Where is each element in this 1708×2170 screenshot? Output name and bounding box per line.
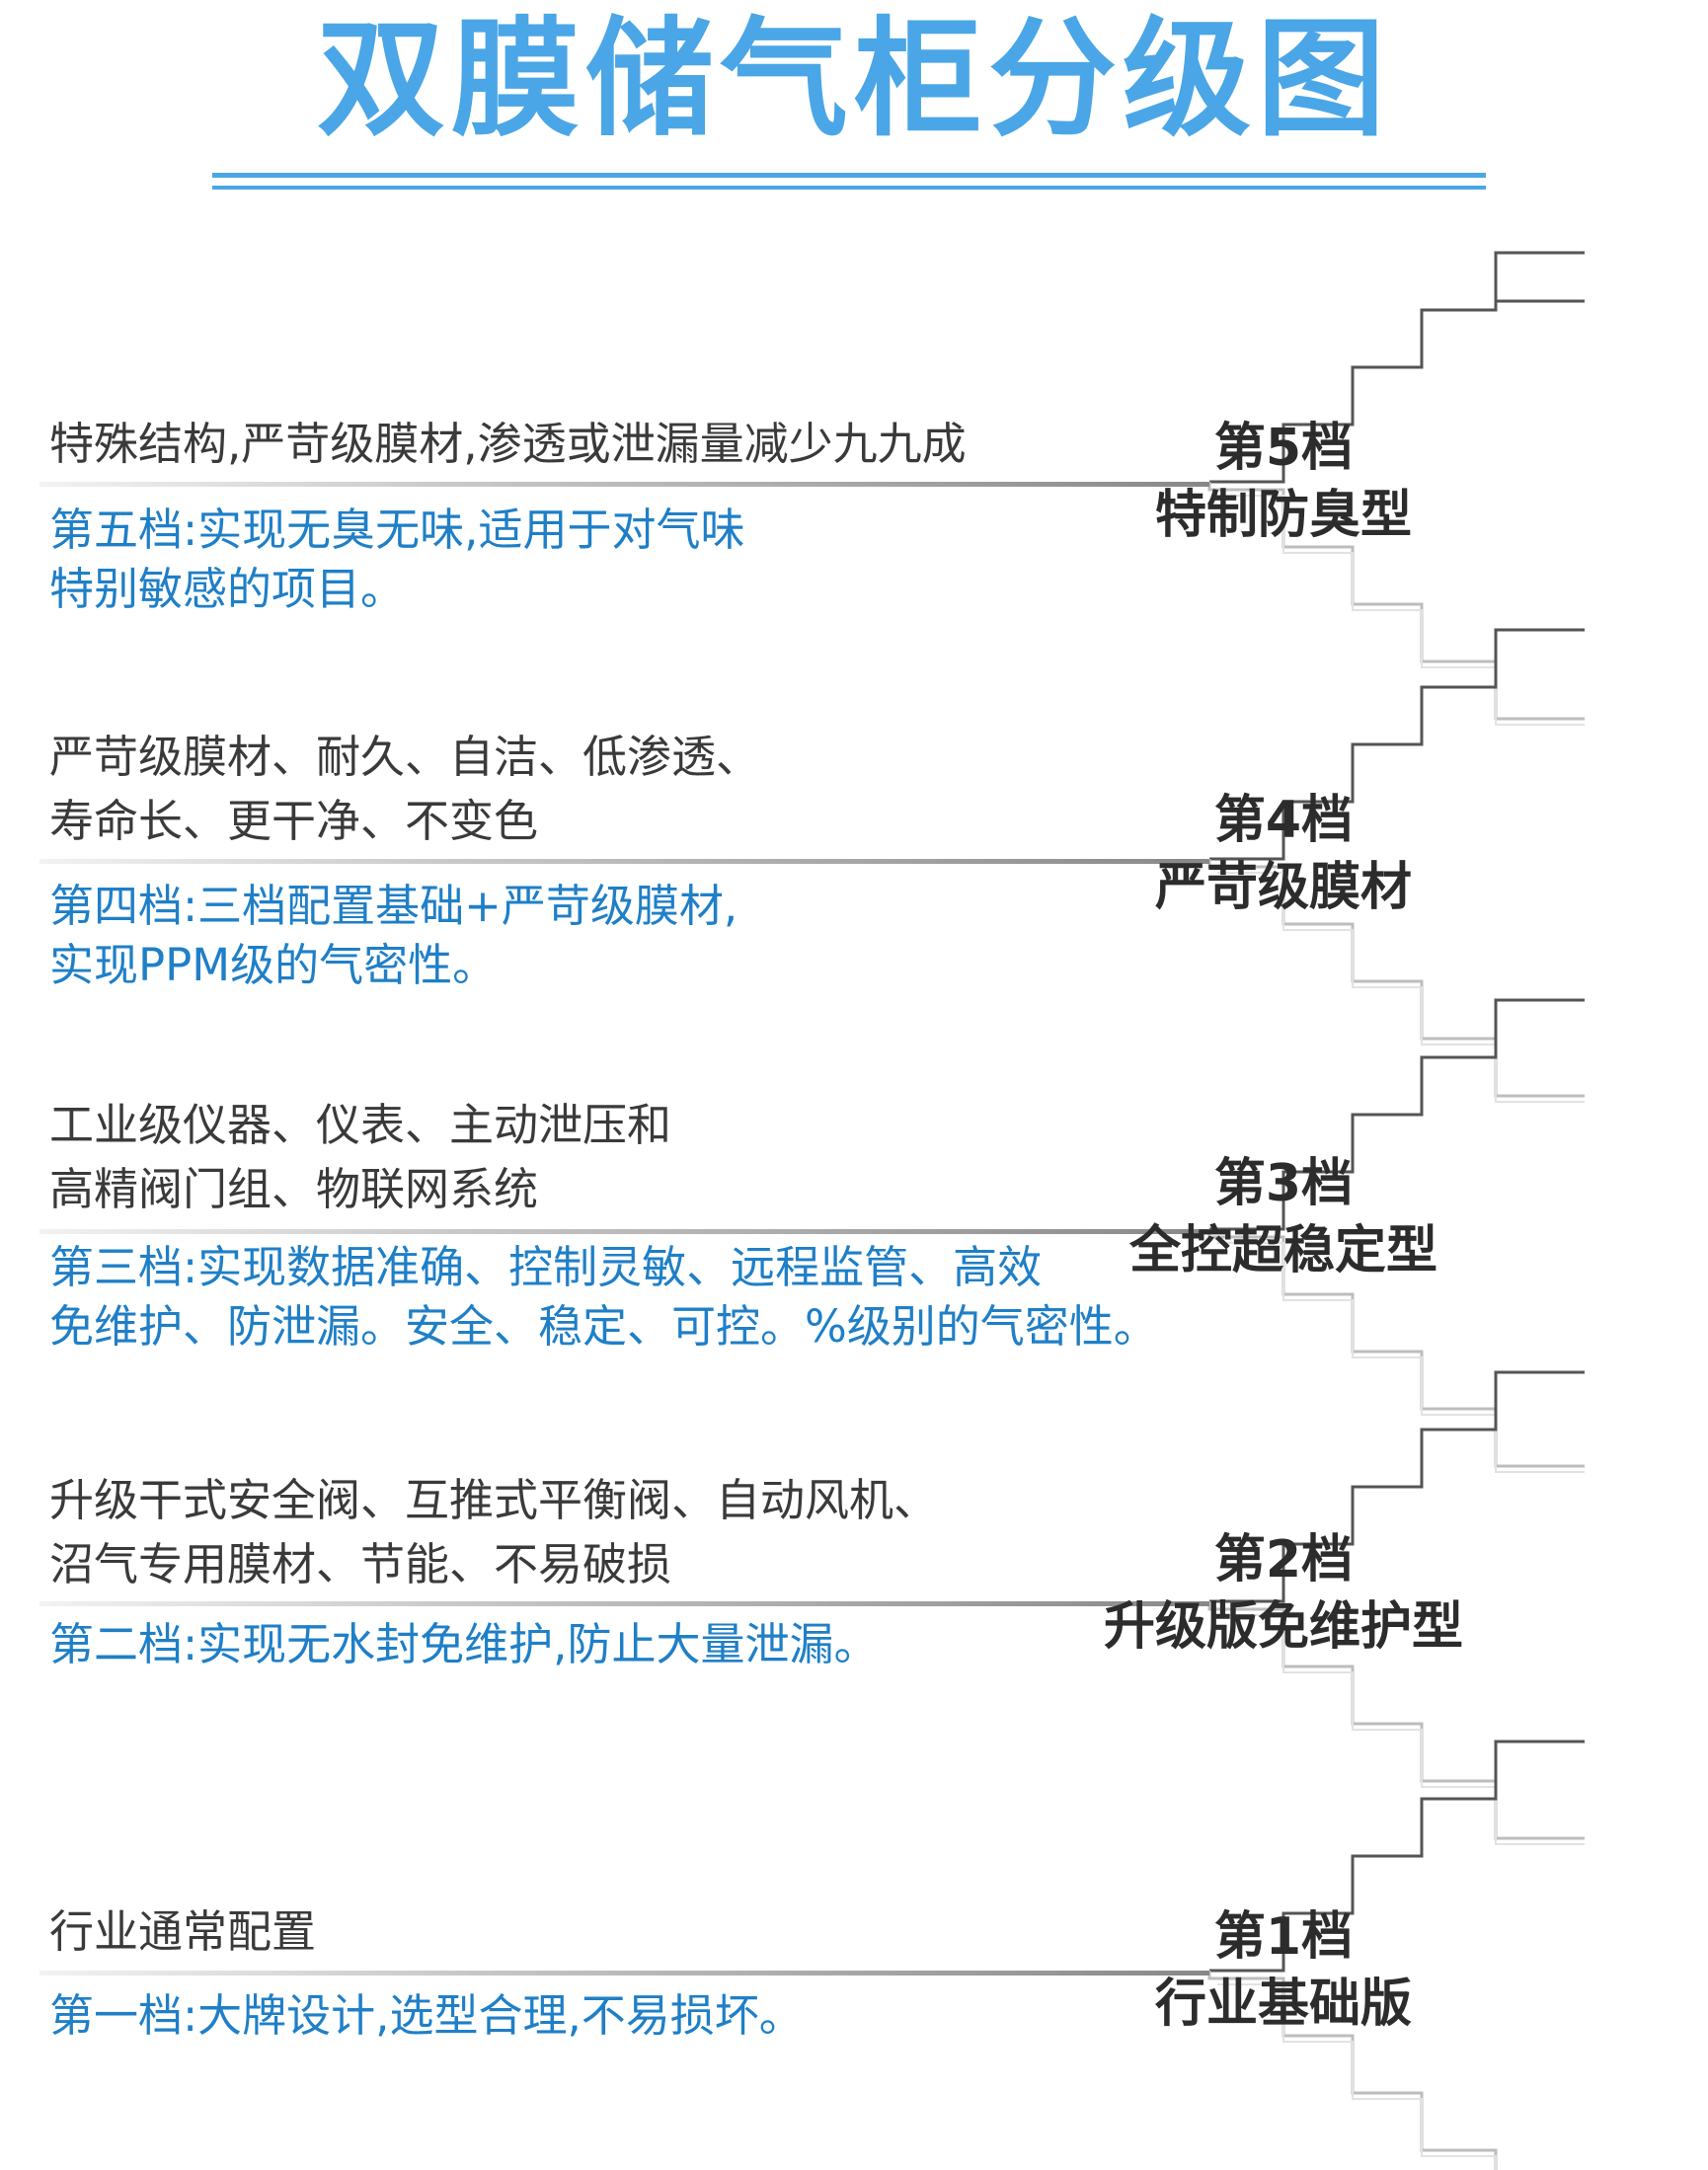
tier-5-level: 第5档 (1213, 419, 1354, 478)
tier-2-detail-line-1: 第二档:实现无水封免维护,防止大量泄漏。 (49, 1618, 879, 1670)
tier-1-type: 行业基础版 (1154, 1975, 1412, 2034)
page-title: 双膜储气柜分级图 (316, 4, 1391, 154)
tier-1-level: 第1档 (1213, 1907, 1354, 1967)
tier-3-desc-line-2: 高精阀门组、物联网系统 (49, 1163, 539, 1215)
title-underline-bottom (212, 186, 1486, 190)
tier-4-level: 第4档 (1213, 791, 1354, 850)
title-underline-top (212, 173, 1486, 178)
tier-2-lower-stair-shadow (1217, 1614, 1585, 1845)
tier-3-level: 第3档 (1213, 1154, 1354, 1213)
tier-4-lower-stair-shadow (1217, 872, 1585, 1103)
tier-4-detail-line-1: 第四档:三档配置基础+严苛级膜材, (49, 880, 738, 932)
tier-3-type: 全控超稳定型 (1128, 1221, 1437, 1280)
tier-1-upper-stair (1209, 1740, 1585, 1973)
tier-3-lower-stair-shadow (1217, 1242, 1585, 1473)
tier-5-type: 特制防臭型 (1154, 486, 1412, 545)
tier-4-type: 严苛级膜材 (1154, 858, 1412, 917)
tier-4-divider (39, 859, 1209, 864)
tier-5-detail-line-1: 第五档:实现无臭无味,适用于对气味 (49, 504, 745, 556)
tier-2-level: 第2档 (1213, 1530, 1354, 1589)
tier-4-upper-stair (1209, 628, 1585, 861)
tier-4-desc-line-1: 严苛级膜材、耐久、自洁、低渗透、 (49, 731, 761, 783)
tier-5-upper-stair (1209, 251, 1585, 484)
tier-2-desc-line-1: 升级干式安全阀、互推式平衡阀、自动风机、 (49, 1474, 939, 1526)
tier-5-desc-line-1: 特殊结构,严苛级膜材,渗透或泄漏量减少九九成 (49, 418, 967, 470)
tier-3-upper-stair (1209, 998, 1585, 1231)
tier-2-type: 升级版免维护型 (1103, 1597, 1463, 1657)
tier-5-lower-stair-shadow (1217, 495, 1585, 726)
tier-1-desc-line-1: 行业通常配置 (49, 1905, 317, 1958)
tier-2-divider (39, 1601, 1209, 1606)
tier-1-lower-stair-shadow (1217, 1983, 1497, 2170)
tier-3-divider (39, 1229, 1209, 1234)
tier-1-detail-line-1: 第一档:大牌设计,选型合理,不易损坏。 (49, 1989, 804, 2042)
tier-3-desc-line-1: 工业级仪器、仪表、主动泄压和 (49, 1099, 672, 1151)
tier-3-detail-line-1: 第三档:实现数据准确、控制灵敏、远程监管、高效 (49, 1241, 1043, 1293)
tier-2-upper-stair (1209, 1370, 1585, 1603)
tier-4-detail-line-2: 实现PPM级的气密性。 (49, 939, 498, 991)
tier-1-divider (39, 1971, 1209, 1976)
tier-5-detail-line-2: 特别敏感的项目。 (49, 563, 406, 615)
tier-4-desc-line-2: 寿命长、更干净、不变色 (49, 795, 539, 847)
tier-3-detail-line-2: 免维护、防泄漏。安全、稳定、可控。%级别的气密性。 (49, 1300, 1158, 1353)
tier-5-divider (39, 482, 1209, 487)
tier-2-desc-line-2: 沼气专用膜材、节能、不易破损 (49, 1538, 672, 1590)
